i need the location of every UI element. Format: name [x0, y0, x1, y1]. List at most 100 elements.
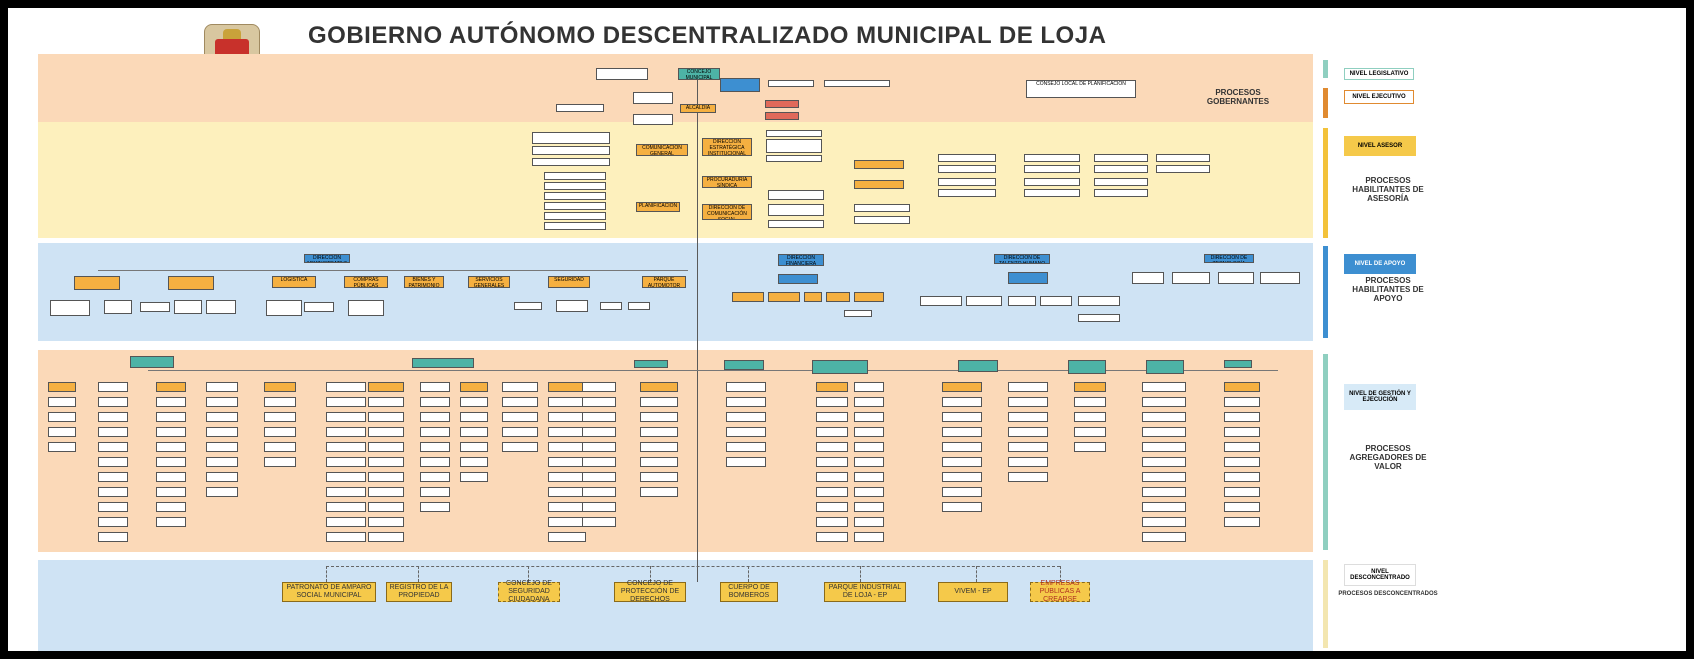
valor-unit-box-164 [1142, 427, 1186, 437]
valor-unit-box-137 [854, 502, 884, 512]
desconc-drop-6 [860, 566, 861, 582]
valor-unit-box-158 [1074, 412, 1106, 422]
label-desconcentrados: PROCESOS DESCONCENTRADOS [1338, 591, 1438, 597]
valor-unit-box-69 [420, 487, 450, 497]
valor-unit-box-161 [1142, 382, 1186, 392]
valor-unit-box-49 [326, 517, 366, 527]
valor-unit-box-157 [1074, 397, 1106, 407]
level-gestion: NIVEL DE GESTIÓN Y EJECUCIÓN [1344, 384, 1416, 410]
valor-unit-box-155 [1008, 472, 1048, 482]
box-b1a [768, 80, 814, 87]
dir-comunicacion-box: DIRECCIÓN DE COMUNICACIÓN SOCIAL [702, 204, 752, 220]
valor-unit-box-67 [420, 457, 450, 467]
fin-box-1 [732, 292, 764, 302]
valor-unit-box-2 [48, 412, 76, 422]
page-title: GOBIERNO AUTÓNOMO DESCENTRALIZADO MUNICI… [308, 22, 1107, 49]
desconc-drop-3 [528, 566, 529, 582]
valor-unit-box-111 [640, 487, 678, 497]
valor-unit-box-33 [206, 487, 238, 497]
valor-unit-box-143 [942, 427, 982, 437]
valor-unit-box-52 [368, 397, 404, 407]
valor-unit-box-135 [854, 472, 884, 482]
valor-unit-box-105 [640, 397, 678, 407]
asesoria-box-1 [532, 132, 610, 144]
valor-unit-box-127 [816, 517, 848, 527]
valor-unit-box-13 [98, 502, 128, 512]
label-gobernantes: PROCESOS GOBERNANTES [1206, 88, 1270, 106]
level-asesor: NIVEL ASESOR [1344, 136, 1416, 156]
valor-unit-box-58 [368, 487, 404, 497]
apoyo-connector [98, 270, 688, 271]
valor-unit-box-129 [854, 382, 884, 392]
subprocuraduria-box-2 [854, 180, 904, 189]
valor-unit-box-64 [420, 412, 450, 422]
plan-box-2 [544, 182, 606, 190]
org-chart-canvas: GOBIERNO AUTÓNOMO DESCENTRALIZADO MUNICI… [8, 8, 1686, 651]
asesoria-box-6 [766, 155, 822, 162]
valor-unit-box-30 [206, 442, 238, 452]
legal-box-11 [1094, 154, 1148, 162]
valor-head-7 [1068, 360, 1106, 374]
desconc-drop-1 [326, 566, 327, 582]
valor-unit-box-80 [502, 412, 538, 422]
apoyo-sub-2 [104, 300, 132, 314]
valor-unit-box-100 [582, 472, 616, 482]
valor-unit-box-47 [326, 487, 366, 497]
level-desconcentrado: NIVEL DESCONCENTRADO [1344, 564, 1416, 586]
valor-unit-box-156 [1074, 382, 1106, 392]
valor-unit-box-12 [98, 487, 128, 497]
stripe-ejecutivo [1323, 88, 1328, 118]
apoyo-sub-1 [50, 300, 90, 316]
valor-unit-box-85 [548, 412, 586, 422]
valor-unit-box-62 [420, 382, 450, 392]
talento-box-5 [1078, 296, 1120, 306]
valor-unit-box-109 [640, 457, 678, 467]
fin-box-2 [768, 292, 800, 302]
valor-unit-box-83 [548, 382, 586, 392]
legal-box-16 [1156, 165, 1210, 173]
desconc-drop-8 [1060, 566, 1061, 582]
desconc-connector [326, 566, 1060, 567]
valor-unit-box-153 [1008, 442, 1048, 452]
valor-unit-box-110 [640, 472, 678, 482]
valor-unit-box-54 [368, 427, 404, 437]
talento-box-6 [1078, 314, 1120, 322]
legal-box-9 [1024, 178, 1080, 186]
valor-head-6 [958, 360, 998, 372]
valor-unit-box-88 [548, 457, 586, 467]
valor-unit-box-98 [582, 442, 616, 452]
valor-unit-box-146 [942, 472, 982, 482]
valor-unit-box-95 [582, 397, 616, 407]
procuraduria-box: PROCURADURÍA SÍNDICA MUNICIPAL [702, 176, 752, 188]
servicios-box: SERVICIOS GENERALES [468, 276, 510, 288]
valor-unit-box-39 [264, 457, 296, 467]
valor-unit-box-40 [326, 382, 366, 392]
valor-unit-box-165 [1142, 442, 1186, 452]
valor-unit-box-71 [460, 382, 488, 392]
valor-unit-box-149 [1008, 382, 1048, 392]
valor-unit-box-151 [1008, 412, 1048, 422]
valor-unit-box-17 [156, 397, 186, 407]
valor-unit-box-20 [156, 442, 186, 452]
valor-unit-box-133 [854, 442, 884, 452]
valor-unit-box-108 [640, 442, 678, 452]
valor-unit-box-1 [48, 397, 76, 407]
valor-unit-box-23 [156, 487, 186, 497]
valor-unit-box-78 [502, 382, 538, 392]
desconc-drop-4 [650, 566, 651, 582]
valor-unit-box-76 [460, 457, 488, 467]
compras-box: COMPRAS PÚBLICAS [344, 276, 388, 288]
valor-unit-box-74 [460, 427, 488, 437]
valor-unit-box-142 [942, 412, 982, 422]
apoyo-sub-7 [304, 302, 334, 312]
valor-unit-box-90 [548, 487, 586, 497]
valor-unit-box-21 [156, 457, 186, 467]
dir-talento-box: DIRECCIÓN DE TALENTO HUMANO [994, 254, 1050, 264]
valor-unit-box-56 [368, 457, 404, 467]
plan-box-6 [544, 222, 606, 230]
desconc-drop-5 [748, 566, 749, 582]
valor-unit-box-7 [98, 412, 128, 422]
valor-unit-box-119 [816, 397, 848, 407]
plan-box-4 [544, 202, 606, 210]
valor-unit-box-130 [854, 397, 884, 407]
